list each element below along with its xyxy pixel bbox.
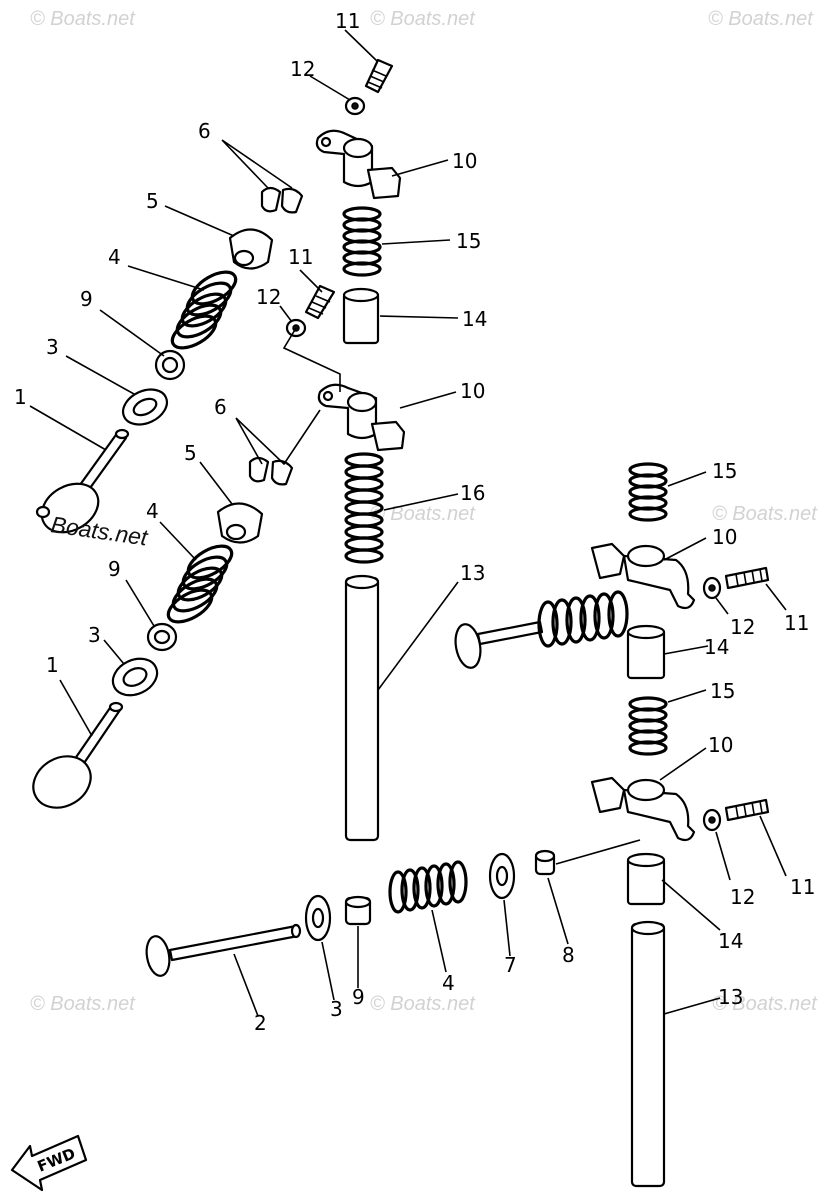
callout-8: 8 [562, 943, 575, 967]
callout-15-center: 15 [456, 229, 481, 253]
cotter-upper [260, 186, 304, 214]
rocker-arm-right-lower [590, 776, 696, 842]
valve-lower [32, 701, 124, 809]
pushrod-center [344, 574, 380, 842]
seal-lower [146, 622, 178, 652]
watermark-top-left: © Boats.net [30, 8, 136, 30]
spring-lower [166, 544, 234, 624]
callout-7: 7 [504, 953, 517, 977]
callout-12-top: 12 [290, 57, 315, 81]
watermark-overlay-valve: Boats.net [49, 511, 150, 550]
adjust-screw-right-upper [724, 566, 770, 590]
spring-right-lower [628, 696, 668, 756]
spring-right-upper [628, 462, 668, 522]
cap-small-bottom [534, 849, 556, 876]
callout-12-right-lower: 12 [730, 885, 755, 909]
watermark-bottom-center: © Boats.net [370, 993, 476, 1015]
nut-right-upper [702, 576, 722, 600]
valve-bottom [145, 923, 302, 977]
retainer-bottom [488, 852, 516, 900]
callout-6-upper: 6 [198, 119, 211, 143]
callout-1-upper: 1 [14, 385, 27, 409]
watermark-bottom-right: © Boats.net [712, 993, 818, 1015]
cap-right-lower [626, 852, 666, 906]
nut-top [344, 96, 366, 116]
callout-15-right-lower: 15 [710, 679, 735, 703]
watermark-top-right: © Boats.net [708, 8, 814, 30]
callout-9-upper: 9 [80, 287, 93, 311]
cap-right-upper [626, 624, 666, 680]
spring-long-center [344, 452, 384, 564]
callout-labels: 11 12 10 6 5 15 11 4 12 9 14 3 10 1 6 5 … [14, 9, 815, 1035]
adjust-screw-right-lower [724, 798, 770, 822]
callout-13-center: 13 [460, 561, 485, 585]
washer-bottom [304, 894, 332, 942]
rocker-arm-top [315, 129, 402, 200]
watermark-bottom-left: © Boats.net [30, 993, 136, 1015]
callout-4-upper: 4 [108, 245, 121, 269]
seal-bottom [344, 895, 372, 926]
callout-10-top: 10 [452, 149, 477, 173]
callout-10-right-lower: 10 [708, 733, 733, 757]
fwd-arrow-icon: FWD [10, 1134, 88, 1192]
spring-top-center [342, 206, 382, 277]
callout-10-mid: 10 [460, 379, 485, 403]
callout-16: 16 [460, 481, 485, 505]
callout-14-right-upper: 14 [704, 635, 729, 659]
spring-bottom [388, 860, 468, 914]
adjust-screw-top [364, 58, 394, 94]
callout-4-bottom: 4 [442, 971, 455, 995]
callout-1-lower: 1 [46, 653, 59, 677]
callout-12-right-upper: 12 [730, 615, 755, 639]
callout-9-lower: 9 [108, 557, 121, 581]
callout-2: 2 [254, 1011, 267, 1035]
nut-right-lower [702, 808, 722, 832]
valve-upper [35, 428, 130, 534]
callout-12-mid: 12 [256, 285, 281, 309]
pushrod-right [630, 920, 666, 1188]
callout-11-right-upper: 11 [784, 611, 809, 635]
seal-upper [154, 349, 186, 381]
watermark-middle-right: © Boats.net [712, 503, 818, 525]
leader-lines [29, 29, 787, 1017]
callout-11-top: 11 [335, 9, 360, 33]
callout-11-right-lower: 11 [790, 875, 815, 899]
callout-14-right-lower: 14 [718, 929, 743, 953]
watermarks: © Boats.net © Boats.net © Boats.net © Bo… [30, 8, 818, 1015]
callout-15-right-upper: 15 [712, 459, 737, 483]
callout-4-lower: 4 [146, 499, 159, 523]
callout-10-right-upper: 10 [712, 525, 737, 549]
retainer-lower [216, 502, 264, 544]
callout-9-bottom: 9 [352, 985, 365, 1009]
callout-6-lower: 6 [214, 395, 227, 419]
adjust-screw-mid [304, 284, 336, 320]
rocker-arm-mid [317, 383, 406, 452]
callout-5-upper: 5 [146, 189, 159, 213]
valve-assembly-right [454, 590, 629, 669]
callout-3-lower: 3 [88, 623, 101, 647]
watermark-top-center: © Boats.net [370, 8, 476, 30]
callout-3-bottom: 3 [330, 997, 343, 1021]
cap-top-center [342, 287, 380, 345]
spring-upper [170, 270, 238, 350]
callout-14-center: 14 [462, 307, 487, 331]
retainer-upper [228, 228, 274, 270]
watermark-middle: © Boats.net [370, 503, 476, 525]
callout-5-lower: 5 [184, 441, 197, 465]
callout-13-right: 13 [718, 985, 743, 1009]
callout-3-upper: 3 [46, 335, 59, 359]
callout-11-mid: 11 [288, 245, 313, 269]
cotter-lower [248, 456, 294, 486]
rocker-arm-right-upper [590, 542, 696, 610]
